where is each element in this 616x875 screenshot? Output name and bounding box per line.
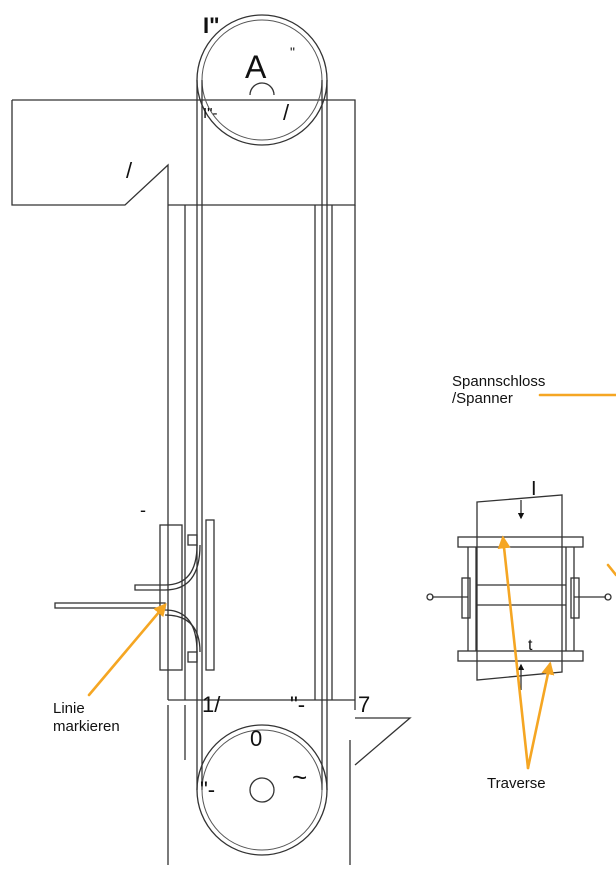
glyph-top-i: I" bbox=[203, 13, 220, 38]
glyph-top-slash: / bbox=[283, 100, 290, 125]
label-linie-2: markieren bbox=[53, 718, 120, 735]
glyph-dash: - bbox=[140, 500, 146, 520]
glyph-top-a: A bbox=[245, 49, 267, 85]
glyph-bottom-q2: "- bbox=[200, 777, 215, 802]
glyph-bottom-q: "- bbox=[290, 692, 305, 717]
glyph-top-marker: I"- bbox=[203, 105, 218, 122]
glyph-seven: 7 bbox=[358, 692, 370, 717]
glyph-t: t bbox=[528, 637, 533, 654]
annotation-arrows bbox=[87, 393, 616, 770]
bottom-pulley bbox=[196, 724, 328, 856]
glyph-tilde: ~ bbox=[292, 762, 307, 792]
bottom-boot bbox=[167, 699, 412, 865]
glyph-left-slash: / bbox=[126, 158, 133, 183]
tensioner-detail bbox=[426, 494, 612, 690]
label-traverse: Traverse bbox=[487, 775, 546, 792]
glyph-top-quote: " bbox=[290, 44, 295, 60]
label-linie-1: Linie bbox=[53, 700, 85, 717]
label-spannschloss-1: Spannschloss bbox=[452, 373, 545, 390]
label-spannschloss-2: /Spanner bbox=[452, 390, 513, 407]
glyph-zero: 0 bbox=[250, 726, 262, 751]
head-frame bbox=[11, 99, 356, 710]
belt-lines bbox=[196, 80, 333, 790]
glyph-bottom-1: 1/ bbox=[202, 692, 221, 717]
belt-splice-clamp bbox=[54, 519, 215, 671]
glyph-right-i: I bbox=[531, 478, 537, 500]
